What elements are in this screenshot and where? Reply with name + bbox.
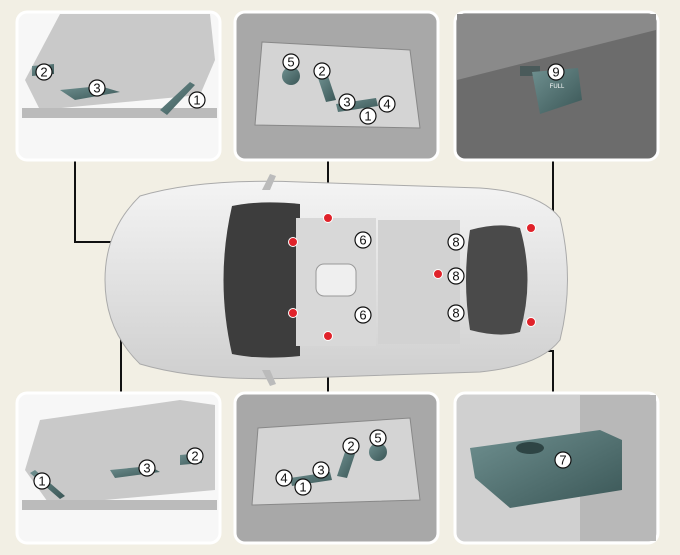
rear-window: [466, 225, 528, 335]
svg-text:4: 4: [383, 97, 390, 112]
panel-power-seat-switch-driver: [233, 10, 440, 162]
marker-passenger-seat-manual: [288, 308, 298, 318]
callout-2: 2: [186, 447, 204, 465]
full-fold-lever-text: FULL: [550, 84, 565, 90]
callout-1: 1: [188, 91, 206, 109]
callout-3: 3: [138, 459, 156, 477]
callout-1: 1: [294, 478, 312, 496]
callout-3: 3: [312, 461, 330, 479]
callout-2: 2: [313, 62, 331, 80]
svg-text:3: 3: [317, 463, 324, 478]
svg-text:2: 2: [347, 439, 354, 454]
panel-manual-seat-front-right: [15, 391, 222, 545]
panel-manual-seat-front-left: [15, 10, 222, 162]
rear-seats-area: [378, 220, 460, 344]
svg-text:1: 1: [193, 93, 200, 108]
svg-text:3: 3: [143, 461, 150, 476]
callout-2: 2: [342, 437, 360, 455]
marker-armrest: [433, 269, 443, 279]
callout-1: 1: [33, 472, 51, 490]
svg-text:8: 8: [452, 306, 459, 321]
panel-rear-center-armrest: [453, 391, 660, 545]
marker-driver-side-switch: [323, 213, 333, 223]
mirror-left: [262, 174, 276, 190]
svg-text:1: 1: [299, 480, 306, 495]
callout-7: 7: [554, 451, 572, 469]
svg-text:4: 4: [280, 471, 287, 486]
callout-1: 1: [359, 107, 377, 125]
callout-3: 3: [88, 79, 106, 97]
svg-text:5: 5: [287, 55, 294, 70]
svg-text:8: 8: [452, 235, 459, 250]
panel-full-folding-lever: FULL: [453, 10, 660, 162]
svg-text:2: 2: [191, 449, 198, 464]
marker-passenger-side-switch: [323, 331, 333, 341]
svg-text:8: 8: [452, 269, 459, 284]
marker-driver-seat-manual: [288, 237, 298, 247]
callout-8: 8: [447, 233, 465, 251]
callout-3: 3: [338, 93, 356, 111]
marker-folding-lever-left: [526, 223, 536, 233]
callout-4: 4: [275, 469, 293, 487]
callout-6: 6: [354, 306, 372, 324]
svg-text:2: 2: [40, 65, 47, 80]
car-top-view: [104, 174, 568, 386]
marker-folding-lever-right: [526, 317, 536, 327]
mirror-right: [262, 370, 276, 386]
center-console: [315, 263, 357, 297]
svg-text:2: 2: [318, 64, 325, 79]
svg-text:3: 3: [343, 95, 350, 110]
svg-text:6: 6: [359, 308, 366, 323]
callout-5: 5: [282, 53, 300, 71]
svg-text:6: 6: [359, 233, 366, 248]
svg-text:1: 1: [38, 474, 45, 489]
callout-numbers: 2 3 1 5 2 3 4 1 9 6 6 8 8 8 3 2 1 2 5 4 …: [33, 53, 572, 496]
callout-9: 9: [547, 63, 565, 81]
windshield: [223, 202, 300, 358]
callout-6: 6: [354, 231, 372, 249]
callout-8: 8: [447, 267, 465, 285]
panel-power-seat-switch-passenger: [233, 391, 440, 545]
callout-2: 2: [35, 63, 53, 81]
location-markers: [288, 213, 536, 341]
callout-4: 4: [378, 95, 396, 113]
callout-8: 8: [447, 304, 465, 322]
svg-text:9: 9: [552, 65, 559, 80]
svg-text:3: 3: [93, 81, 100, 96]
svg-text:1: 1: [364, 109, 371, 124]
svg-text:7: 7: [559, 453, 566, 468]
svg-text:5: 5: [374, 431, 381, 446]
callout-5: 5: [369, 429, 387, 447]
